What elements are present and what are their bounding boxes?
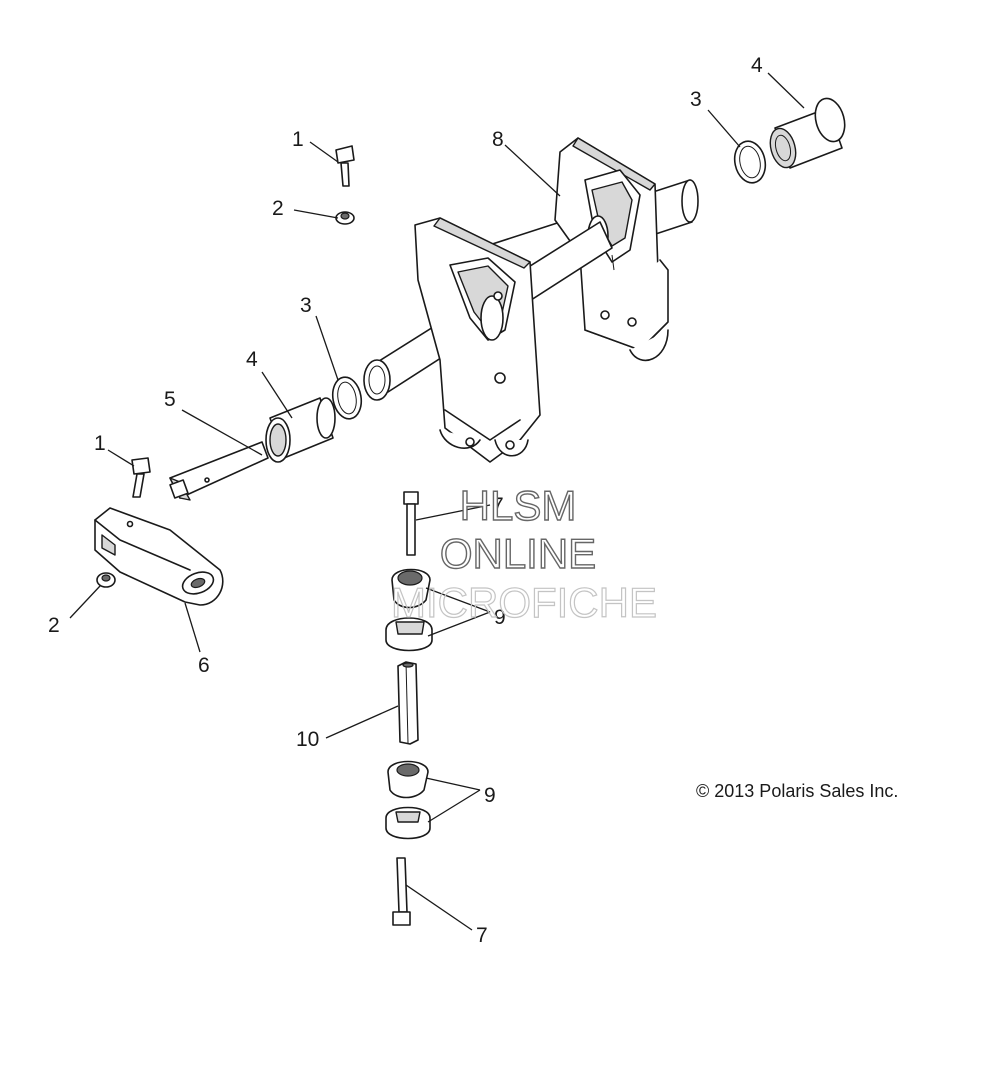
leader-lines <box>69 72 805 931</box>
callout-8: 8 <box>492 128 504 151</box>
callout-10: 10 <box>296 728 319 751</box>
callout-7-bottom: 7 <box>476 924 488 947</box>
callout-9-bottom: 9 <box>484 784 496 807</box>
lever-arm <box>94 507 224 606</box>
callout-7-top: 7 <box>492 494 504 517</box>
bolt-top <box>335 145 355 187</box>
watermark-line-3: MICROFICHE <box>391 579 657 626</box>
callout-3-mid: 3 <box>300 294 312 317</box>
bolt-long-bottom <box>392 857 411 926</box>
callout-2-left: 2 <box>48 614 60 637</box>
bushing-rubber-top-upper <box>391 568 431 609</box>
watermark-line-2: ONLINE <box>440 530 596 577</box>
callout-4-right: 4 <box>751 54 763 77</box>
copyright-text: © 2013 Polaris Sales Inc. <box>696 781 898 801</box>
bolt-left <box>131 457 151 498</box>
bushing-mid <box>265 397 336 463</box>
watermark-line-1: HLSM <box>460 482 577 529</box>
ring-right <box>733 140 767 184</box>
callout-3-right: 3 <box>690 88 702 111</box>
callout-6: 6 <box>198 654 210 677</box>
callout-1-left: 1 <box>94 432 106 455</box>
bushing-right <box>769 97 846 169</box>
hex-spacer <box>397 661 419 745</box>
bolt-long-top <box>403 491 419 556</box>
callout-5: 5 <box>164 388 176 411</box>
bushing-rubber-bottom-upper <box>387 760 429 799</box>
ring-mid <box>331 376 363 420</box>
callout-4-mid: 4 <box>246 348 258 371</box>
callout-labels: 1 2 3 4 5 1 2 6 8 3 4 7 9 10 9 7 <box>48 54 763 947</box>
callout-2-top: 2 <box>272 197 284 220</box>
callout-1-top: 1 <box>292 128 304 151</box>
watermark: HLSM ONLINE MICROFICHE <box>390 481 657 626</box>
square-shaft <box>169 441 269 501</box>
nut-left <box>96 572 116 588</box>
nut-top <box>335 211 355 225</box>
frame-assembly <box>363 137 699 463</box>
callout-9-top: 9 <box>494 606 506 629</box>
bushing-rubber-top-lower <box>385 617 433 652</box>
bushing-rubber-bottom-lower <box>385 806 431 840</box>
